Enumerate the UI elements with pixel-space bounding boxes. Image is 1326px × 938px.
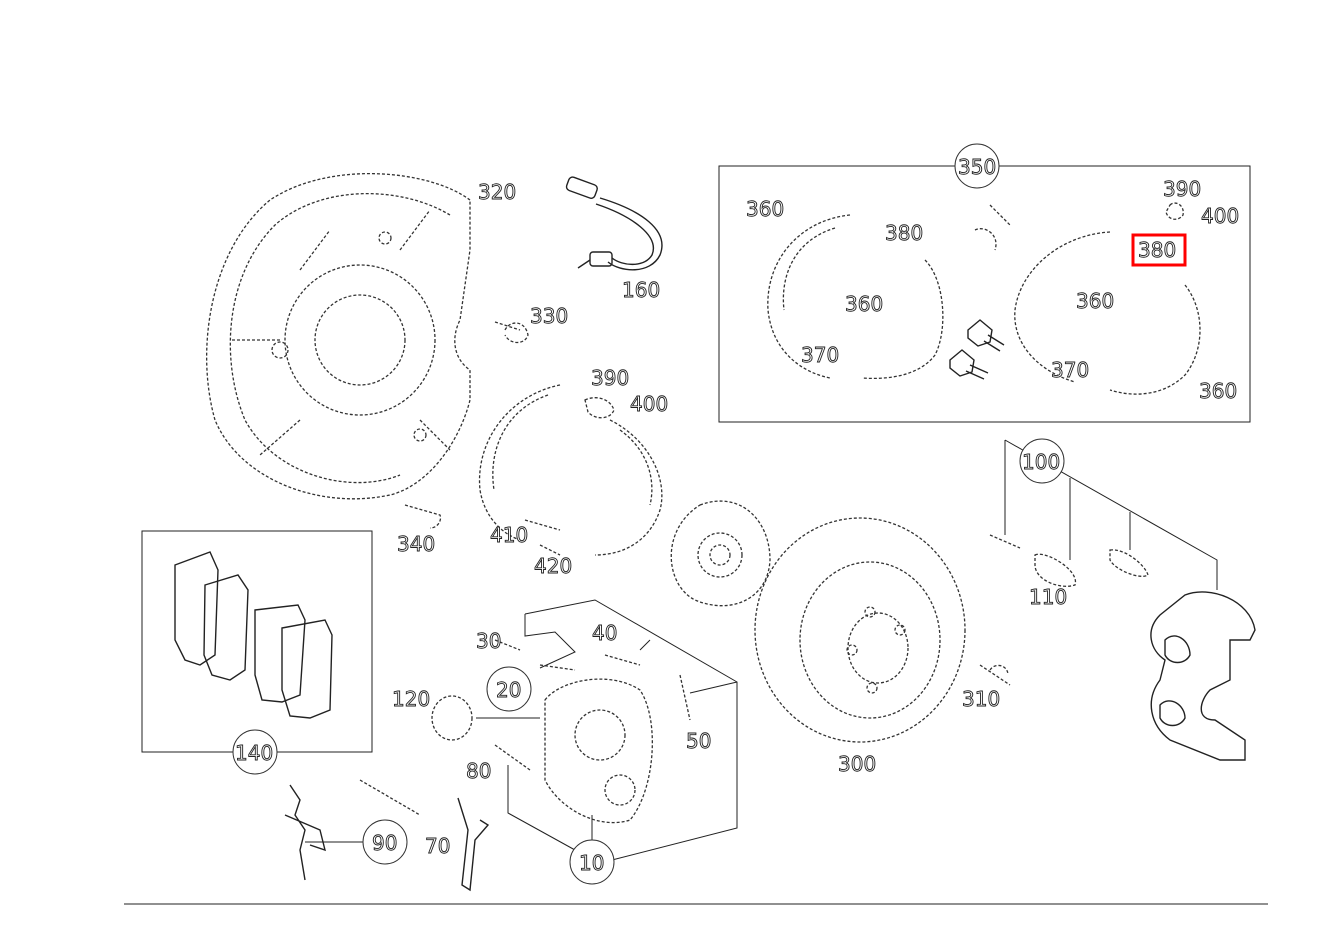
label-20[interactable]: 20 [496, 678, 522, 703]
label-140[interactable]: 140 [235, 741, 274, 766]
label-30[interactable]: 30 [476, 629, 502, 654]
label-410[interactable]: 410 [490, 523, 529, 548]
label-380[interactable]: 380 [885, 221, 924, 246]
label-300[interactable]: 300 [838, 752, 877, 777]
parking-brake-shoe-left[interactable] [404, 384, 663, 556]
label-10[interactable]: 10 [579, 851, 605, 876]
label-80[interactable]: 80 [466, 759, 492, 784]
caliper-assembly-10[interactable] [431, 599, 738, 861]
label-310[interactable]: 310 [962, 687, 1001, 712]
label-400[interactable]: 400 [630, 392, 669, 417]
label-360[interactable]: 360 [1076, 289, 1115, 314]
callout-140 [232, 729, 278, 775]
label-50[interactable]: 50 [686, 729, 712, 754]
label-320[interactable]: 320 [478, 180, 517, 205]
bolt-pair[interactable] [949, 319, 1005, 380]
spring-clip-90[interactable] [284, 779, 421, 881]
label-370[interactable]: 370 [801, 343, 840, 368]
caliper-bracket-group-100[interactable] [989, 439, 1256, 761]
backing-plate-320[interactable] [206, 172, 471, 500]
label-350[interactable]: 350 [958, 155, 997, 180]
callout-90 [362, 819, 408, 865]
label-40[interactable]: 40 [592, 621, 618, 646]
callout-350 [954, 143, 1000, 189]
callout-100 [1019, 438, 1065, 484]
label-330[interactable]: 330 [530, 304, 569, 329]
brake-pads-140[interactable] [141, 530, 373, 753]
spring-clip-70[interactable] [457, 797, 490, 892]
label-360[interactable]: 360 [1199, 379, 1238, 404]
highlight-box [1131, 233, 1187, 267]
label-110[interactable]: 110 [1029, 585, 1068, 610]
label-160[interactable]: 160 [622, 278, 661, 303]
label-360[interactable]: 360 [845, 292, 884, 317]
label-360[interactable]: 360 [746, 197, 785, 222]
wheel-hub[interactable] [670, 500, 771, 607]
bolt-330[interactable] [494, 321, 529, 344]
label-420[interactable]: 420 [534, 554, 573, 579]
brake-shoe-set-350[interactable] [718, 165, 1251, 423]
label-120[interactable]: 120 [392, 687, 431, 712]
label-400[interactable]: 400 [1201, 204, 1240, 229]
label-90[interactable]: 90 [372, 831, 398, 856]
callout-20 [486, 666, 532, 712]
label-340[interactable]: 340 [397, 532, 436, 557]
label-380-highlighted[interactable]: 380 [1138, 238, 1177, 263]
wear-sensor-160[interactable] [565, 176, 663, 271]
label-390[interactable]: 390 [1163, 177, 1202, 202]
label-370[interactable]: 370 [1051, 358, 1090, 383]
label-100[interactable]: 100 [1022, 450, 1061, 475]
brake-disc-300[interactable] [754, 517, 966, 743]
label-390[interactable]: 390 [591, 366, 630, 391]
bolt-310[interactable] [979, 664, 1011, 686]
label-70[interactable]: 70 [425, 834, 451, 859]
callout-10 [569, 839, 615, 885]
